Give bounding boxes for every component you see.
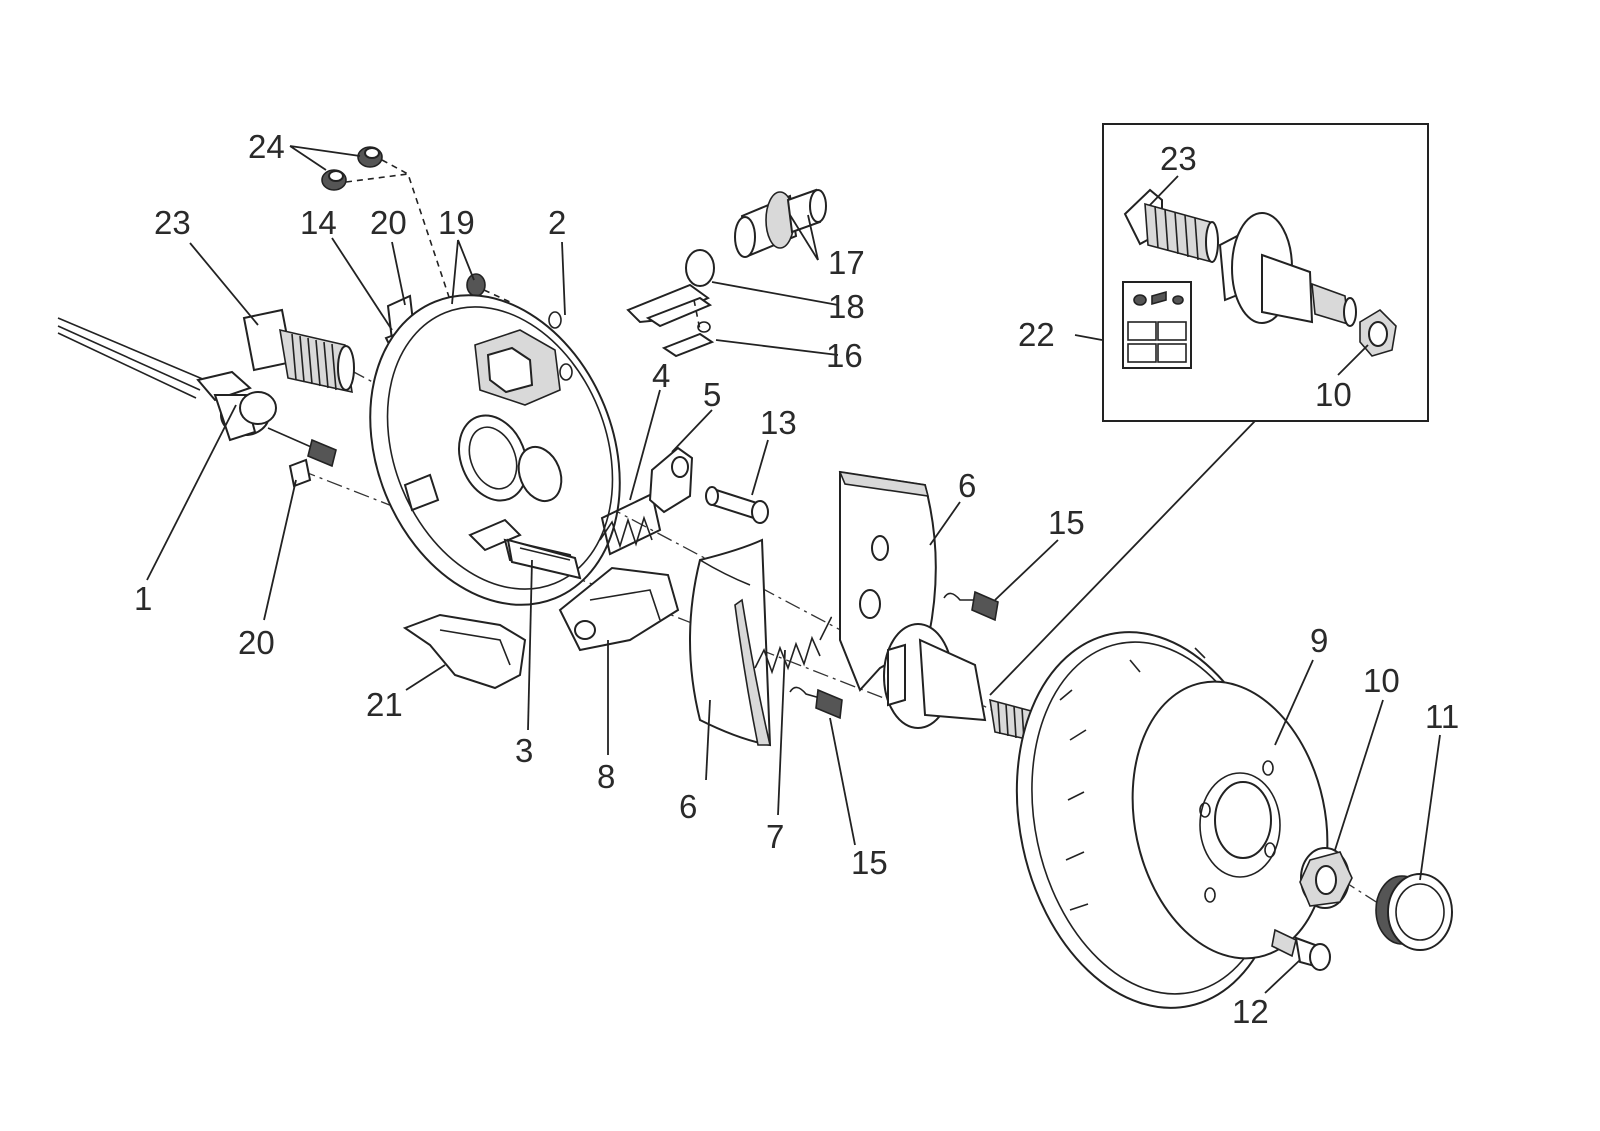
lever-18	[626, 249, 715, 328]
label-19: 19	[438, 204, 475, 241]
label-1: 1	[134, 580, 152, 617]
label-22: 22	[1018, 316, 1055, 353]
label-18: 18	[828, 288, 865, 325]
label-12: 12	[1232, 993, 1269, 1030]
label-7: 7	[766, 818, 784, 855]
spring-7	[754, 616, 833, 675]
label-10-drum: 10	[1363, 662, 1400, 699]
wheel-bolt	[1271, 928, 1331, 971]
label-3: 3	[515, 732, 533, 769]
stub-axle	[883, 623, 1047, 744]
label-14: 14	[300, 204, 337, 241]
pin-13	[705, 486, 769, 524]
label-9: 9	[1310, 622, 1328, 659]
leader-lines	[146, 145, 1441, 994]
label-6-right: 6	[958, 467, 976, 504]
label-5: 5	[703, 376, 721, 413]
part-labels: 1 2 3 4 5 6 6 7 8 9 10 10 11 12 13 14 15…	[134, 128, 1459, 1030]
label-20-lower: 20	[238, 624, 275, 661]
label-10-inset: 10	[1315, 376, 1352, 413]
hub-cap	[1375, 873, 1453, 951]
spring-4	[599, 492, 662, 556]
label-6-left: 6	[679, 788, 697, 825]
label-15-lower: 15	[851, 844, 888, 881]
dust-shield	[402, 613, 527, 690]
label-15-upper: 15	[1048, 504, 1085, 541]
inset-box	[1102, 123, 1429, 422]
label-17: 17	[828, 244, 865, 281]
spring-15-lower	[789, 686, 843, 720]
label-4: 4	[652, 357, 670, 394]
brake-drum	[1015, 631, 1329, 1009]
brake-shoe-left	[689, 538, 772, 747]
label-8: 8	[597, 758, 615, 795]
label-16: 16	[826, 337, 863, 374]
clip-lower	[288, 458, 312, 488]
label-21: 21	[366, 686, 403, 723]
adjuster	[506, 538, 582, 580]
lever-5	[648, 446, 694, 514]
spring-15-upper	[943, 590, 999, 622]
link-16	[661, 299, 715, 358]
bolt-left	[242, 308, 355, 394]
label-11: 11	[1425, 698, 1459, 735]
brake-cable	[57, 317, 337, 468]
label-13: 13	[760, 404, 797, 441]
label-24: 24	[248, 128, 285, 165]
label-23-left: 23	[154, 204, 191, 241]
label-2: 2	[548, 204, 566, 241]
camshaft	[734, 188, 827, 258]
label-20-upper: 20	[370, 204, 407, 241]
nuts-24	[321, 146, 451, 301]
hub-nut	[1299, 847, 1353, 909]
label-23-inset: 23	[1160, 140, 1197, 177]
backing-plate	[369, 294, 621, 606]
retainer-8	[558, 566, 680, 652]
